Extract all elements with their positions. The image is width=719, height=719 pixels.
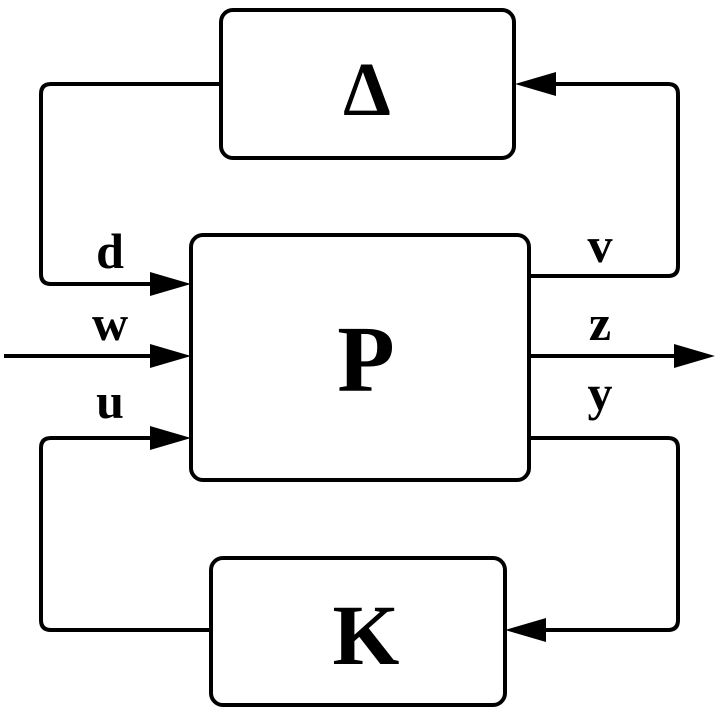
wire-d xyxy=(39,82,221,286)
arrowhead-v xyxy=(515,72,556,96)
delta-block-label: Δ xyxy=(343,48,391,132)
signal-label-y: y xyxy=(588,365,613,421)
controller-block: K xyxy=(209,556,507,707)
wire-v xyxy=(529,82,680,278)
arrowhead-w xyxy=(150,344,191,368)
wire-u xyxy=(39,436,211,632)
arrowhead-y xyxy=(505,618,546,642)
signal-label-w: w xyxy=(92,295,128,351)
signal-label-u: u xyxy=(96,373,124,429)
arrowhead-d xyxy=(150,272,191,296)
plant-block: P xyxy=(189,233,531,482)
plant-block-label: P xyxy=(337,308,394,412)
controller-block-label: K xyxy=(333,587,400,683)
arrowhead-u xyxy=(150,426,191,450)
signal-label-v: v xyxy=(588,217,613,273)
wire-y xyxy=(529,436,680,632)
signal-label-z: z xyxy=(589,295,611,351)
signal-label-d: d xyxy=(96,223,124,279)
arrowhead-z xyxy=(674,344,715,368)
delta-block: Δ xyxy=(219,8,516,160)
